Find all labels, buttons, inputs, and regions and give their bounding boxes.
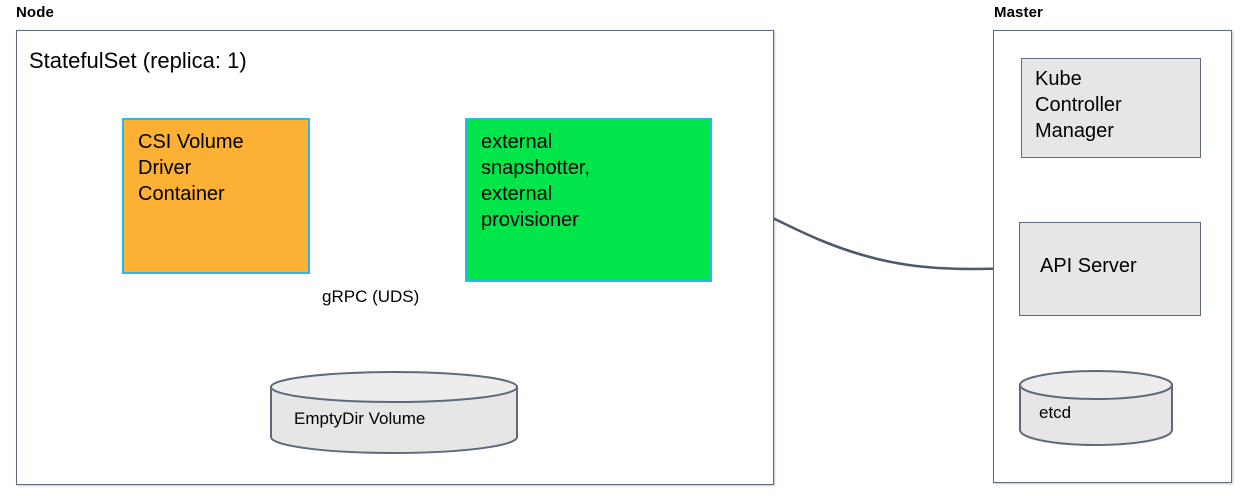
node-kube-controller-manager[interactable]: Kube Controller Manager — [1021, 58, 1201, 158]
node-emptydir-volume[interactable]: EmptyDir Volume — [268, 371, 520, 454]
node-label-emptydir-volume: EmptyDir Volume — [294, 409, 426, 428]
node-external-snapshotter-provisioner[interactable]: external snapshotter, external provision… — [465, 118, 712, 282]
statefulset-title: StatefulSet (replica: 1) — [29, 48, 247, 73]
edge-label-grpc-uds: gRPC (UDS) — [322, 287, 420, 306]
node-label-csi-volume-driver-container: CSI Volume Driver Container — [138, 131, 244, 205]
node-label-etcd: etcd — [1039, 403, 1072, 422]
node-api-server[interactable]: API Server — [1019, 222, 1201, 316]
node-label-kube-controller-manager: Kube Controller Manager — [1035, 68, 1122, 142]
node-csi-volume-driver-container[interactable]: CSI Volume Driver Container — [122, 118, 310, 274]
node-etcd[interactable]: etcd — [1017, 370, 1175, 446]
group-caption-master: Master — [994, 4, 1043, 21]
node-label-api-server: API Server — [1040, 255, 1137, 277]
node-label-external-snapshotter-provisioner: external snapshotter, external provision… — [481, 131, 590, 231]
group-caption-node: Node — [16, 4, 54, 21]
